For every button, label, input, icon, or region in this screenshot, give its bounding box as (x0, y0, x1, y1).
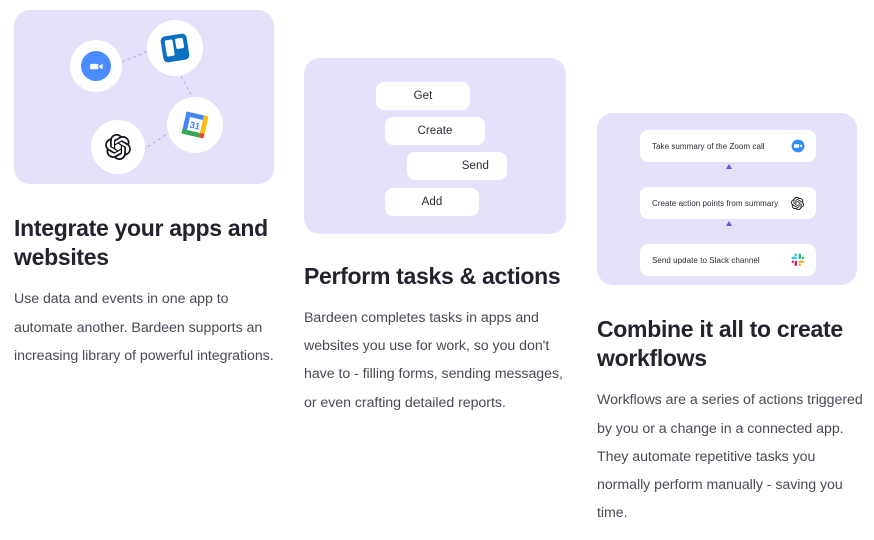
svg-text:31: 31 (189, 120, 201, 132)
feature-body: Bardeen completes tasks in apps and webs… (304, 310, 563, 411)
action-pill-get[interactable]: Get (376, 82, 470, 110)
action-pill-create[interactable]: Create (385, 117, 485, 145)
feature-card-combine: Take summary of the Zoom call (597, 113, 865, 527)
node-connectors (121, 49, 195, 151)
illustration-app-node-graph: 31 (14, 10, 274, 184)
google-calendar-icon: 31 (181, 111, 209, 139)
openai-icon (790, 196, 805, 211)
workflow-step-list: Take summary of the Zoom call (597, 113, 857, 285)
app-node-google-calendar[interactable]: 31 (167, 97, 223, 153)
workflow-connector-arrow (726, 164, 732, 188)
openai-icon (105, 134, 131, 160)
workflow-step-label: Create action points from summary (652, 198, 779, 208)
trello-icon (160, 33, 190, 63)
workflow-step-label: Send update to Slack channel (652, 255, 760, 265)
feature-heading: Perform tasks & actions (304, 263, 561, 289)
illustration-workflow-steps: Take summary of the Zoom call (597, 113, 857, 285)
action-pill-stack: Get Create Send Add (304, 58, 566, 234)
slack-icon (790, 253, 805, 268)
feature-heading: Combine it all to create workflows (597, 316, 843, 372)
feature-body: Workflows are a series of actions trigge… (597, 392, 863, 521)
zoom-icon (81, 51, 111, 81)
app-node-trello[interactable] (147, 20, 203, 76)
action-pill-send[interactable]: Send (407, 152, 507, 180)
workflow-step[interactable]: Create action points from summary (640, 187, 816, 219)
feature-heading: Integrate your apps and websites (14, 215, 268, 271)
app-node-zoom[interactable] (70, 40, 122, 92)
illustration-action-pills: Get Create Send Add (304, 58, 566, 234)
feature-card-integrate: 31 Integrate your apps and websites Use … (14, 10, 292, 370)
workflow-step[interactable]: Take summary of the Zoom call (640, 130, 816, 162)
app-node-openai[interactable] (91, 120, 145, 174)
workflow-step-label: Take summary of the Zoom call (652, 141, 765, 151)
workflow-connector-arrow (726, 221, 732, 245)
action-pill-add[interactable]: Add (385, 188, 479, 216)
feature-card-perform: Get Create Send Add Perform tasks & acti… (304, 58, 576, 417)
zoom-icon (790, 139, 805, 154)
feature-body: Use data and events in one app to automa… (14, 291, 274, 364)
workflow-step[interactable]: Send update to Slack channel (640, 244, 816, 276)
